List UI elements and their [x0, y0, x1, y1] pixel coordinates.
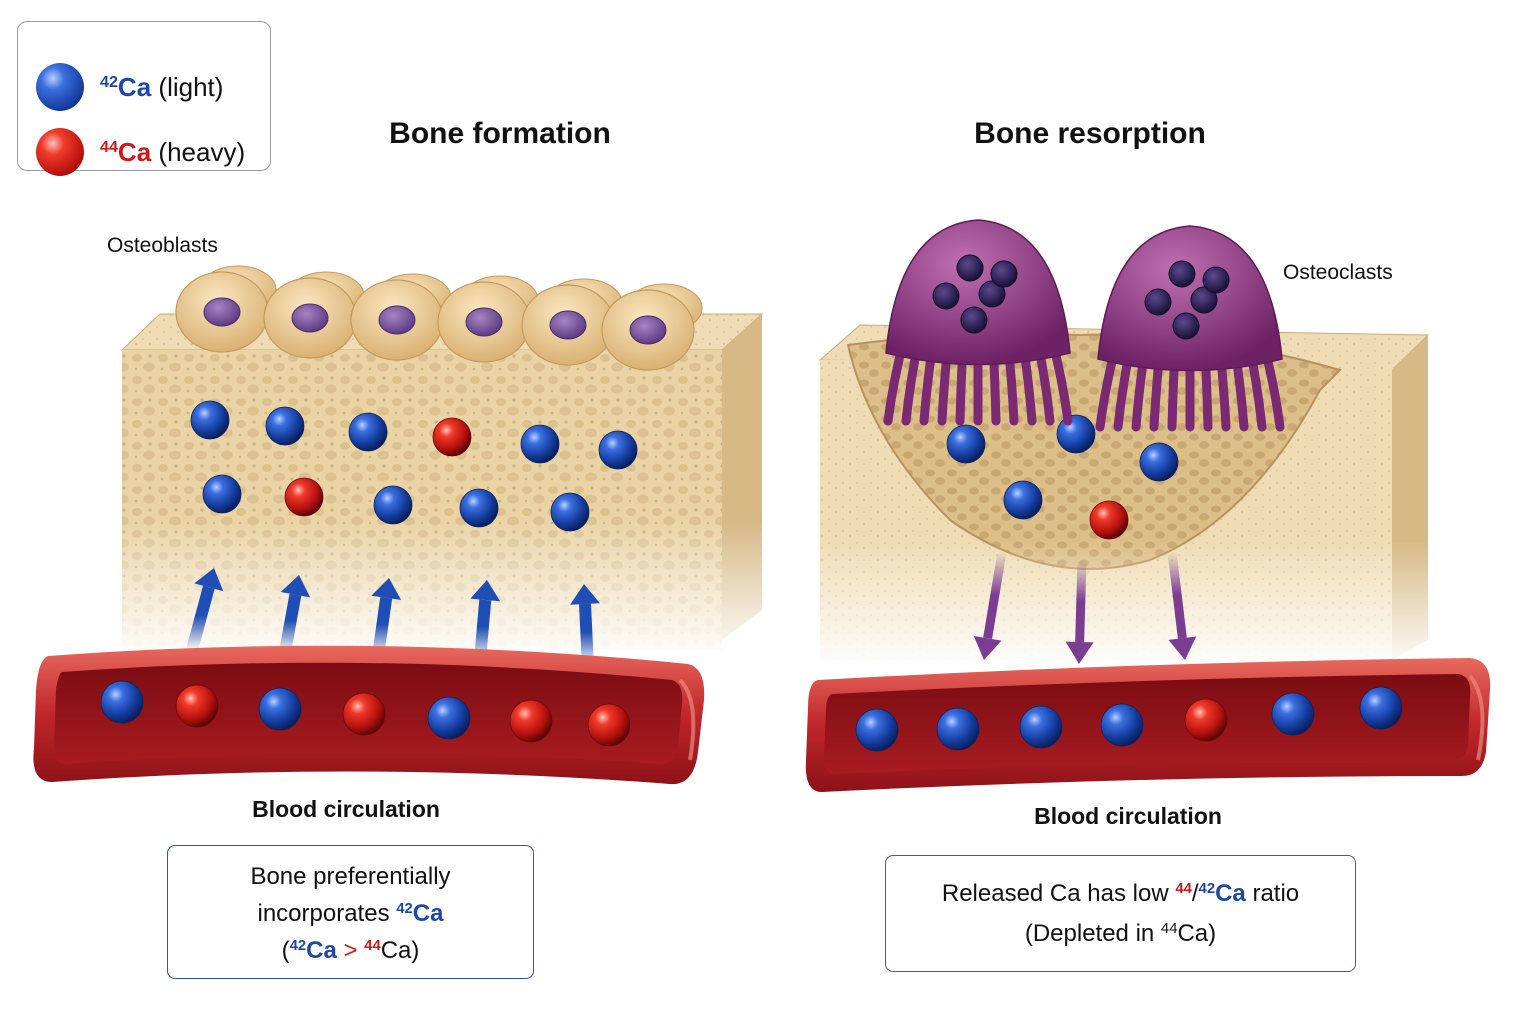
calcium-42-atom — [265, 406, 305, 446]
calcium-42-atom — [1003, 480, 1043, 520]
nucleus — [1144, 288, 1172, 316]
nucleus — [291, 303, 329, 333]
osteoclast-cell — [1095, 225, 1285, 432]
resorption-blood-atoms — [855, 686, 1403, 752]
nucleus — [932, 282, 960, 310]
osteoblast-cell — [521, 278, 623, 366]
formation-bone-atoms — [190, 400, 638, 532]
calcium-42-atom — [946, 424, 986, 464]
osteoblast-cells — [175, 265, 703, 371]
nucleus — [1202, 266, 1230, 294]
light-mass-number: 42 — [100, 72, 118, 91]
uptake-arrow — [279, 575, 311, 654]
release-arrow — [1065, 559, 1094, 664]
calcium-42-atom — [190, 400, 230, 440]
calcium-44-atom — [175, 684, 219, 728]
nucleus — [203, 297, 241, 327]
calcium-42-atom — [258, 687, 302, 731]
formation-note: Bone preferentially incorporates 42Ca (4… — [167, 845, 534, 979]
release-arrow — [973, 551, 1007, 660]
nucleus — [465, 307, 503, 337]
legend-item-heavy: 44Ca (heavy) — [36, 128, 245, 176]
calcium-44-atom — [284, 477, 324, 517]
legend-item-light: 42Ca (light) — [36, 63, 223, 111]
resorption-note: Released Ca has low 44/42Ca ratio (Deple… — [885, 855, 1356, 972]
formation-title: Bone formation — [389, 117, 611, 150]
osteoblast-cell — [175, 265, 277, 353]
light-calcium-icon — [36, 63, 84, 111]
nucleus — [1172, 312, 1200, 340]
formation-note-line3: (42Ca > 44Ca) — [281, 937, 420, 964]
calcium-42-atom — [1019, 705, 1063, 749]
formation-blood-label: Blood circulation — [252, 796, 440, 822]
calcium-44-atom — [342, 692, 386, 736]
calcium-42-atom — [373, 485, 413, 525]
osteoblasts-label: Osteoblasts — [107, 234, 218, 257]
formation-note-line2: incorporates 42Ca — [257, 900, 444, 927]
heavy-element: Ca — [117, 136, 152, 167]
calcium-44-atom — [1184, 698, 1228, 742]
nucleus — [978, 280, 1006, 308]
osteoclast-cell — [883, 219, 1073, 426]
nucleus — [956, 254, 984, 282]
release-arrow — [1167, 551, 1197, 660]
calcium-42-atom — [1359, 686, 1403, 730]
resorption-bone-atoms — [946, 414, 1179, 540]
calcium-42-atom — [1139, 442, 1179, 482]
calcium-42-atom — [202, 474, 242, 514]
osteoblast-cell — [350, 273, 452, 361]
nucleus — [549, 310, 587, 340]
resorption-note-line2: (Depleted in 44Ca) — [1024, 920, 1217, 947]
calcium-44-atom — [587, 703, 631, 747]
uptake-arrow — [186, 568, 224, 652]
calcium-42-atom — [459, 488, 499, 528]
legend: 42Ca (light) 44Ca (heavy) — [17, 21, 271, 176]
calcium-44-atom — [509, 699, 553, 743]
resorption-release-arrows — [973, 551, 1197, 664]
osteoclast-cells — [883, 219, 1285, 432]
calcium-42-atom — [427, 696, 471, 740]
osteoclasts-label: Osteoclasts — [1283, 261, 1393, 284]
light-element: Ca — [117, 71, 152, 102]
heavy-mass-number: 44 — [100, 137, 118, 156]
calcium-42-atom — [1271, 692, 1315, 736]
resorption-blood-vessel — [805, 658, 1491, 792]
calcium-42-atom — [1100, 703, 1144, 747]
calcium-42-atom — [855, 708, 899, 752]
resorption-note-line1: Released Ca has low 44/42Ca ratio — [941, 880, 1300, 907]
osteoblast-cell — [601, 283, 703, 371]
formation-blood-atoms — [100, 680, 631, 747]
calcium-42-atom — [550, 492, 590, 532]
heavy-calcium-icon — [36, 128, 84, 176]
calcium-42-atom — [936, 707, 980, 751]
nucleus — [990, 260, 1018, 288]
calcium-44-atom — [1089, 500, 1129, 540]
nucleus — [1168, 260, 1196, 288]
calcium-44-atom — [432, 417, 472, 457]
calcium-42-atom — [520, 424, 560, 464]
calcium-42-atom — [598, 430, 638, 470]
resorption-blood-label: Blood circulation — [1034, 803, 1222, 829]
calcium-42-atom — [1056, 414, 1096, 454]
nucleus — [629, 315, 667, 345]
heavy-desc: (heavy) — [158, 136, 246, 167]
nucleus — [960, 306, 988, 334]
resorption-title: Bone resorption — [974, 117, 1206, 150]
nucleus — [378, 305, 416, 335]
calcium-42-atom — [348, 412, 388, 452]
formation-note-line1: Bone preferentially — [250, 863, 451, 890]
light-desc: (light) — [158, 71, 224, 102]
formation-bone-block — [110, 313, 775, 660]
nucleus — [1190, 286, 1218, 314]
calcium-42-atom — [100, 680, 144, 724]
osteoblast-cell — [437, 275, 539, 363]
